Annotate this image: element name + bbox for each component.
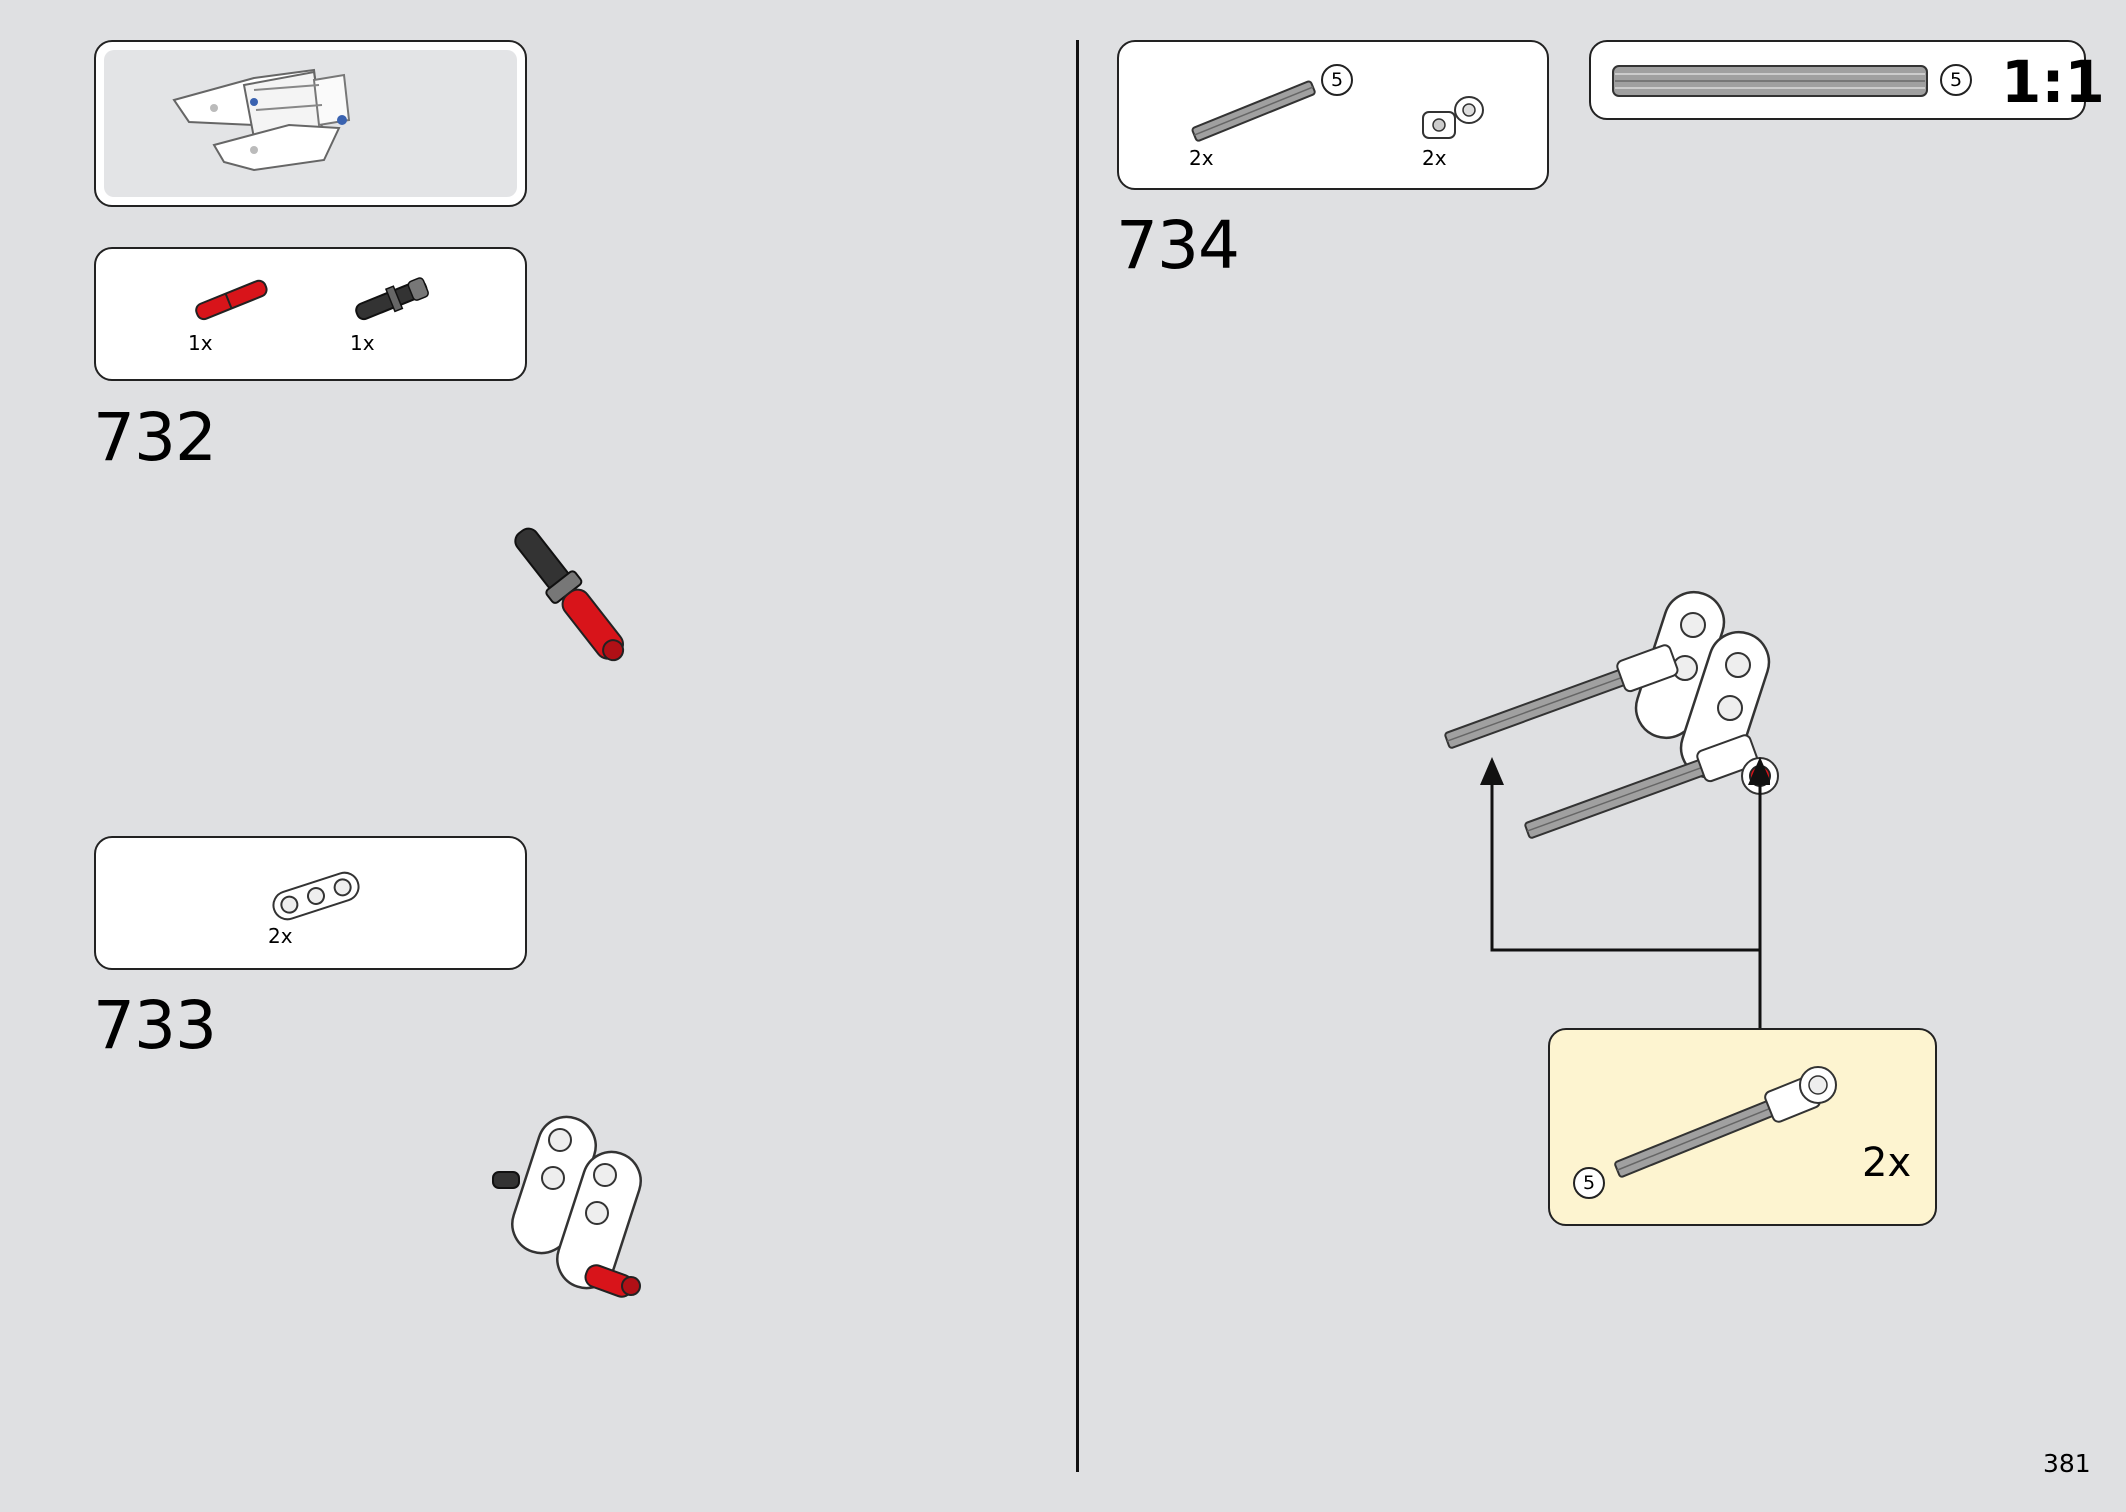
subassembly-axle-connector-icon — [1614, 1066, 1837, 1178]
scale-ratio: 1:1 — [2001, 48, 2105, 116]
axle-length-marker: 5 — [1321, 64, 1353, 96]
parts-list-step-734: 5 2x 2x — [1117, 40, 1549, 190]
scale-reference-box: 5 1:1 — [1589, 40, 2105, 120]
model-thumbnail-icon — [172, 68, 351, 172]
axle-scale-icon — [1612, 65, 1928, 97]
model-thumbnail-frame — [94, 40, 527, 207]
black-axle-pin-icon — [355, 277, 429, 321]
assembly-arrows — [1480, 757, 1770, 1030]
model-thumbnail — [104, 50, 517, 197]
step-number-734: 734 — [1116, 207, 1240, 284]
step-732-assembly-icon — [514, 527, 625, 662]
part-qty: 2x — [1189, 146, 1214, 170]
step-734-assembly-icon — [1444, 590, 1779, 839]
page-number: 381 — [2043, 1449, 2091, 1478]
page-divider — [1076, 40, 1079, 1472]
step-733-assembly-icon — [492, 1115, 642, 1298]
axle-length-marker: 5 — [1940, 64, 1972, 96]
part-qty: 2x — [1422, 146, 1447, 170]
grey-axle-5-icon — [1191, 80, 1316, 142]
step-number-733: 733 — [93, 987, 217, 1064]
part-qty: 1x — [188, 331, 213, 355]
parts-list-step-733: 2x — [94, 836, 527, 970]
subassembly-callout: 5 2x — [1548, 1028, 1937, 1226]
step-number-732: 732 — [93, 399, 217, 476]
parts-list-step-732: 1x 1x — [94, 247, 527, 381]
white-axle-connector-icon — [1422, 96, 1484, 139]
part-qty: 1x — [350, 331, 375, 355]
subassembly-multiplier: 2x — [1862, 1140, 1912, 1186]
axle-length-marker: 5 — [1573, 1167, 1605, 1199]
red-axle-pin-icon — [195, 279, 268, 321]
white-beam-3-icon — [272, 871, 360, 921]
part-qty: 2x — [268, 924, 293, 948]
